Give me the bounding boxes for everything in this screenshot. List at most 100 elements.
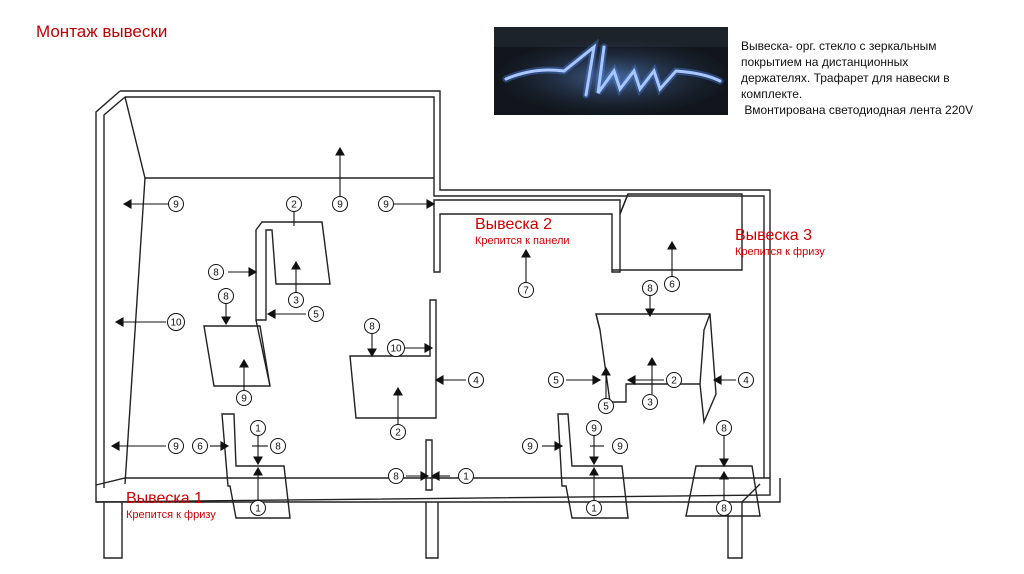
- column: [727, 483, 761, 559]
- arrowhead: [424, 343, 434, 353]
- callout-circle: [378, 196, 394, 212]
- callout-marker: 2: [286, 196, 302, 212]
- callout-number: 2: [671, 376, 677, 387]
- callout-circle: [642, 280, 658, 296]
- callout-number: 9: [337, 200, 343, 211]
- callout-number: 6: [669, 280, 675, 291]
- display-unit-left-box: [203, 325, 271, 387]
- callout-marker: 8: [270, 438, 286, 454]
- callout-circle: [286, 196, 302, 212]
- callout-marker: 5: [548, 372, 564, 388]
- callout-marker: 6: [192, 438, 208, 454]
- left-floor-edge: [124, 177, 146, 485]
- arrowhead: [712, 375, 722, 385]
- callout-number: 9: [173, 200, 179, 211]
- arrowhead: [554, 441, 564, 451]
- sign-2-label: Вывеска 2 Крепится к панели: [475, 216, 570, 248]
- callout-marker: 6: [664, 276, 680, 292]
- callout-marker: 1: [250, 500, 266, 516]
- callout-circle: [716, 500, 732, 516]
- callout-marker: 1: [586, 500, 602, 516]
- callout-marker: 9: [522, 438, 538, 454]
- sign-1-note: Крепится к фризу: [126, 509, 216, 521]
- callout-number: 5: [313, 310, 319, 321]
- arrowhead: [430, 471, 440, 481]
- left-wall-inner: [103, 96, 126, 488]
- arrowhead: [239, 358, 249, 368]
- callout-marker: 1: [458, 468, 474, 484]
- back-wall-edge: [124, 96, 434, 179]
- arrowhead: [420, 471, 430, 481]
- callout-number: 9: [241, 394, 247, 405]
- callout-marker: 2: [390, 424, 406, 440]
- page-title: Монтаж вывески: [36, 22, 168, 41]
- callout-marker: 9: [378, 196, 394, 212]
- sign-1-label: Вывеска 1 Крепится к фризу: [126, 490, 216, 522]
- callout-number: 10: [170, 318, 182, 329]
- front-fascia-bottom: [96, 478, 781, 503]
- callout-marker: 3: [288, 292, 304, 308]
- arrowhead: [647, 356, 657, 366]
- sign-3-block: [612, 193, 743, 271]
- callout-number: 1: [463, 472, 469, 483]
- callout-circle: [458, 468, 474, 484]
- callout-circle: [364, 318, 380, 334]
- callout-marker: 5: [598, 398, 614, 414]
- arrowhead: [592, 375, 602, 385]
- callout-circle: [250, 420, 266, 436]
- callout-circle: [270, 438, 286, 454]
- callout-number: 9: [617, 442, 623, 453]
- callout-circle: [390, 424, 406, 440]
- counter-far-right: [685, 465, 761, 517]
- callout-number: 9: [591, 424, 597, 435]
- sign-3-note: Крепится к фризу: [735, 246, 825, 258]
- callout-circle: [586, 500, 602, 516]
- callout-number: 3: [647, 398, 653, 409]
- callout-circle: [167, 313, 185, 331]
- callout-circle: [586, 420, 602, 436]
- callout-number: 8: [721, 504, 727, 515]
- entry-partition: [425, 439, 433, 491]
- column: [103, 502, 123, 559]
- arrowhead: [589, 456, 599, 466]
- sign-3-block-edge: [619, 193, 629, 215]
- callout-number: 8: [647, 284, 653, 295]
- callout-circle: [208, 264, 224, 280]
- arrowhead: [589, 466, 599, 476]
- callout-marker: 2: [666, 372, 682, 388]
- callout-marker: 8: [208, 264, 224, 280]
- callout-marker: 3: [642, 394, 658, 410]
- callout-circle: [522, 438, 538, 454]
- callout-marker: 8: [642, 280, 658, 296]
- callout-circle: [666, 372, 682, 388]
- description-line: покрытием на дистанционных: [741, 55, 909, 69]
- arrowhead: [521, 248, 531, 258]
- callout-number: 8: [721, 424, 727, 435]
- callout-number: 5: [553, 376, 559, 387]
- callout-circle: [168, 438, 184, 454]
- callout-number: 5: [603, 402, 609, 413]
- arrowhead: [253, 466, 263, 476]
- callout-number: 9: [383, 200, 389, 211]
- arrowhead: [393, 386, 403, 396]
- callout-marker: 9: [586, 420, 602, 436]
- arrowhead: [114, 317, 124, 327]
- callout-circle: [218, 288, 234, 304]
- callout-number: 9: [527, 442, 533, 453]
- arrowhead: [221, 316, 231, 326]
- callout-circle: [642, 394, 658, 410]
- callout-marker: 5: [308, 306, 324, 322]
- arrowhead: [291, 260, 301, 270]
- callout-circle: [250, 500, 266, 516]
- callout-circle: [308, 306, 324, 322]
- callout-marker: 9: [168, 196, 184, 212]
- sign-1-name: Вывеска 1: [126, 490, 203, 507]
- arrowhead: [110, 441, 120, 451]
- counter-left: [221, 413, 291, 519]
- callout-number: 3: [293, 296, 299, 307]
- callout-number: 7: [523, 286, 529, 297]
- callout-number: 6: [197, 442, 203, 453]
- display-unit-right-edges: [595, 313, 711, 385]
- description-line: Вывеска- орг. стекло с зеркальным: [741, 39, 937, 53]
